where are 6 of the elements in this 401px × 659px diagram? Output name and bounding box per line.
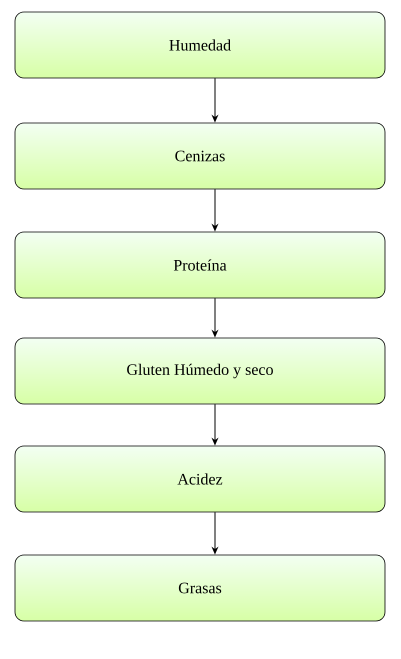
process-box: Grasas xyxy=(14,554,386,622)
process-box: Cenizas xyxy=(14,122,386,190)
process-box: Humedad xyxy=(14,12,386,78)
process-box: Gluten Húmedo y seco xyxy=(14,338,386,404)
process-box: Acidez xyxy=(14,446,386,512)
process-box: Proteína xyxy=(14,232,386,298)
